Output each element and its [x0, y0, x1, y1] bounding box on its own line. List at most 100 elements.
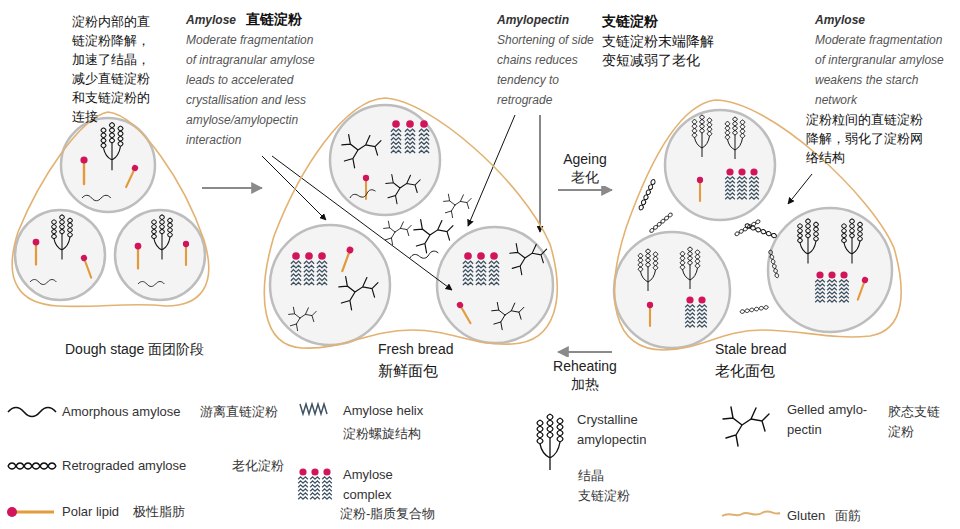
- crystalline-amylopectin: [692, 115, 712, 157]
- retrograded-amylose: [638, 179, 656, 211]
- annotation-text: 极性脂肪: [133, 503, 185, 521]
- amorphous-amylose: [30, 280, 56, 285]
- polar-lipid: [183, 241, 189, 265]
- stage-group: Fresh bread新鲜面包: [262, 90, 558, 352]
- stage-label: Stale bread: [715, 340, 787, 358]
- leader-line: [262, 156, 326, 220]
- annotation-text: 游离直链淀粉: [200, 403, 278, 421]
- annotation-text: 支链淀粉: [602, 12, 658, 30]
- amylose-complex: [419, 120, 429, 153]
- starch-granule: [270, 225, 390, 345]
- retrograded-amylose: [649, 212, 673, 233]
- polar-lipid: [456, 301, 474, 325]
- legend-text: Amorphous amylose: [62, 403, 181, 421]
- legend-sample: [12, 511, 54, 514]
- legend-sample: [322, 468, 332, 499]
- legend-sample: [723, 407, 769, 446]
- amorphous-amylose: [82, 195, 111, 200]
- arrow-label: Ageing 老化: [555, 150, 615, 186]
- annotation-text: Shortening of side chains reduces tenden…: [497, 30, 597, 110]
- annotation-text: 直链淀粉: [246, 10, 302, 28]
- retrograded-amylose: [768, 250, 779, 279]
- gluten-outline: [10, 96, 202, 311]
- crystalline-amylopectin: [152, 215, 173, 260]
- amylose-complex: [405, 120, 415, 153]
- retrograded-amylose: [744, 223, 777, 238]
- gelled-amylopectin: [339, 277, 378, 310]
- starch-granule: [115, 210, 205, 300]
- process-arrow: [558, 189, 612, 191]
- gluten-outline-path: [264, 98, 557, 348]
- amylose-complex: [291, 252, 301, 285]
- stage-group: Dough stage 面团阶段: [10, 96, 202, 311]
- annotation-text: 老化淀粉: [232, 457, 284, 475]
- annotation-text: Amylose: [815, 12, 865, 28]
- annotation-text: Amylose: [186, 12, 236, 28]
- polar-lipid: [123, 164, 139, 189]
- legend-sample: [300, 404, 327, 414]
- annotation-text: 胶态支链 淀粉: [888, 402, 950, 442]
- gelled-amylopectin: [289, 307, 317, 330]
- gelled-amylopectin: [342, 135, 381, 168]
- gelled-amylopectin: [384, 221, 412, 244]
- annotation-text: Moderate fragmentation of intragranular …: [186, 30, 326, 150]
- legend-text: Gelled amylo-pectin: [787, 400, 879, 440]
- arrow-label: Reheating 加热: [549, 357, 621, 393]
- starch-granule: [15, 210, 105, 300]
- legend-sample: [8, 408, 56, 417]
- gluten-outline: [612, 90, 904, 352]
- legend-sample: [310, 468, 320, 499]
- gelled-amylopectin: [492, 302, 524, 329]
- polar-lipid: [80, 254, 94, 279]
- legend-text: Crystalline amylopectin: [577, 410, 659, 450]
- retrograded-amylose: [740, 305, 769, 314]
- annotation-text: 淀粉粒间的直链淀粉降解，弱化了淀粉网络结构: [806, 110, 928, 167]
- polar-lipid: [855, 276, 869, 301]
- amorphous-amylose: [349, 189, 376, 201]
- leader-line: [788, 174, 812, 204]
- annotation-text: Amylopectin: [497, 12, 569, 28]
- process-arrow: [202, 187, 262, 189]
- annotation-text: 淀粉内部的直链淀粉降解，加速了结晶，减少直链淀粉和支链淀粉的连接: [72, 12, 152, 126]
- amylose-complex: [489, 252, 499, 285]
- polar-lipid: [80, 156, 87, 184]
- legend-text: Polar lipid: [62, 503, 119, 521]
- crystalline-amylopectin: [842, 219, 863, 264]
- legend-text: Amylose complex: [343, 465, 409, 505]
- annotation-text: 支链淀粉末端降解变短减弱了老化: [602, 32, 724, 70]
- crystalline-amylopectin: [638, 249, 658, 291]
- polar-lipid: [135, 243, 142, 269]
- amylose-complex: [827, 271, 837, 302]
- polar-lipid: [33, 239, 40, 265]
- process-arrow: [558, 351, 612, 353]
- amylose-complex: [476, 252, 486, 285]
- stage-label: 老化面包: [715, 361, 775, 380]
- crystalline-amylopectin: [101, 123, 123, 171]
- leader-line: [468, 115, 515, 226]
- annotation-text: 面筋: [835, 507, 861, 525]
- crystalline-amylopectin: [798, 219, 819, 264]
- legend-sample: [537, 414, 563, 470]
- polar-lipid: [697, 177, 703, 201]
- stage-label: Dough stage 面团阶段: [65, 340, 204, 358]
- amylose-complex: [317, 252, 327, 285]
- amylose-complex: [749, 168, 759, 199]
- gelled-amylopectin: [386, 175, 421, 204]
- leader-line: [540, 115, 541, 232]
- gelled-amylopectin: [510, 244, 547, 275]
- crystalline-amylopectin: [725, 117, 745, 159]
- amylose-complex: [304, 252, 314, 285]
- legend-text: Amylose helix: [343, 402, 423, 420]
- gelled-amylopectin: [414, 220, 453, 253]
- legend-text: Gluten: [787, 507, 825, 525]
- amylose-complex: [463, 252, 473, 285]
- starch-granule: [437, 227, 553, 343]
- amylose-complex: [815, 271, 825, 302]
- legend-sample: [7, 507, 17, 517]
- crystalline-amylopectin: [52, 215, 73, 260]
- amylose-complex: [391, 120, 401, 153]
- retrograded-amylose: [734, 219, 761, 237]
- starch-granule: [665, 110, 775, 220]
- amorphous-amylose: [410, 250, 439, 260]
- crystalline-amylopectin: [680, 247, 700, 289]
